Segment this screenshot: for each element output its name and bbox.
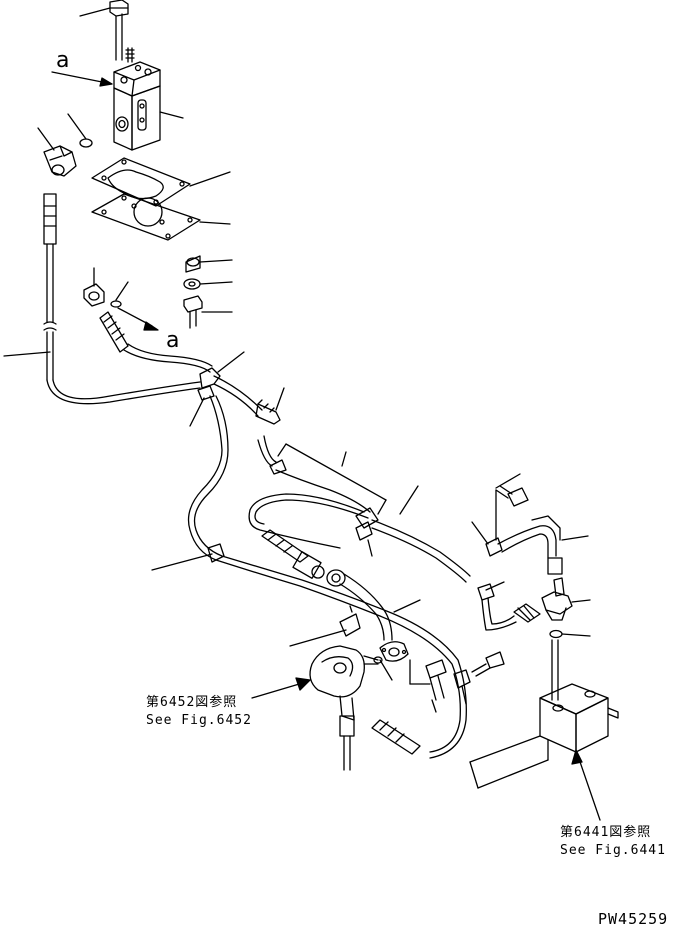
lower-clamp-left (151, 543, 225, 571)
o-ring-left (67, 113, 93, 148)
view-a-label-top: a (56, 48, 70, 73)
leader-line (79, 7, 111, 17)
fig6452-reference-en: See Fig.6452 (146, 713, 252, 728)
gasket-upper (91, 157, 231, 207)
right-lower-fitting (477, 581, 541, 631)
fig6452-reference-jp: 第6452図参照 (146, 695, 238, 710)
upper-right-bolt (495, 473, 529, 541)
clamp-cluster-upper (189, 351, 263, 427)
fig6441-reference-en: See Fig.6441 (560, 843, 666, 858)
fig6441-reference-jp: 第6441図参照 (560, 825, 652, 840)
plug (185, 255, 233, 273)
top-bolt (79, 0, 129, 61)
leader-line (159, 111, 184, 119)
view-a-label-mid: a (166, 328, 180, 353)
adapter-fitting (83, 267, 105, 307)
mounting-bolt (183, 295, 233, 329)
elbow-nut-center (326, 569, 421, 641)
right-hose (497, 515, 589, 575)
lower-clamp-center (289, 605, 361, 647)
upper-right-hose (248, 443, 471, 583)
fig6452-arrow (251, 677, 311, 699)
clamp-bolt-upper (255, 387, 285, 425)
hose-end-mid (99, 307, 213, 373)
lower-hose-fitting (371, 719, 421, 755)
drawing-code: PW45259 (598, 910, 669, 928)
o-ring-right (549, 629, 591, 701)
main-hose (187, 395, 467, 759)
right-valve-body (469, 683, 619, 789)
left-hose (3, 193, 201, 405)
valve-block (51, 47, 184, 151)
right-clamp (471, 521, 503, 557)
o-ring-mid (110, 281, 129, 308)
gasket-lower (91, 193, 231, 241)
lower-bolt-right (471, 651, 505, 677)
elbow-fitting (37, 127, 77, 177)
pressure-switch (541, 577, 591, 621)
flange-plate (379, 641, 409, 662)
hose-fitting-center (261, 529, 325, 579)
control-valve (309, 645, 393, 771)
lower-bolt-center (409, 659, 447, 713)
fig6441-arrow (571, 749, 601, 821)
lower-clamp-right (453, 669, 471, 705)
washer (183, 278, 233, 290)
